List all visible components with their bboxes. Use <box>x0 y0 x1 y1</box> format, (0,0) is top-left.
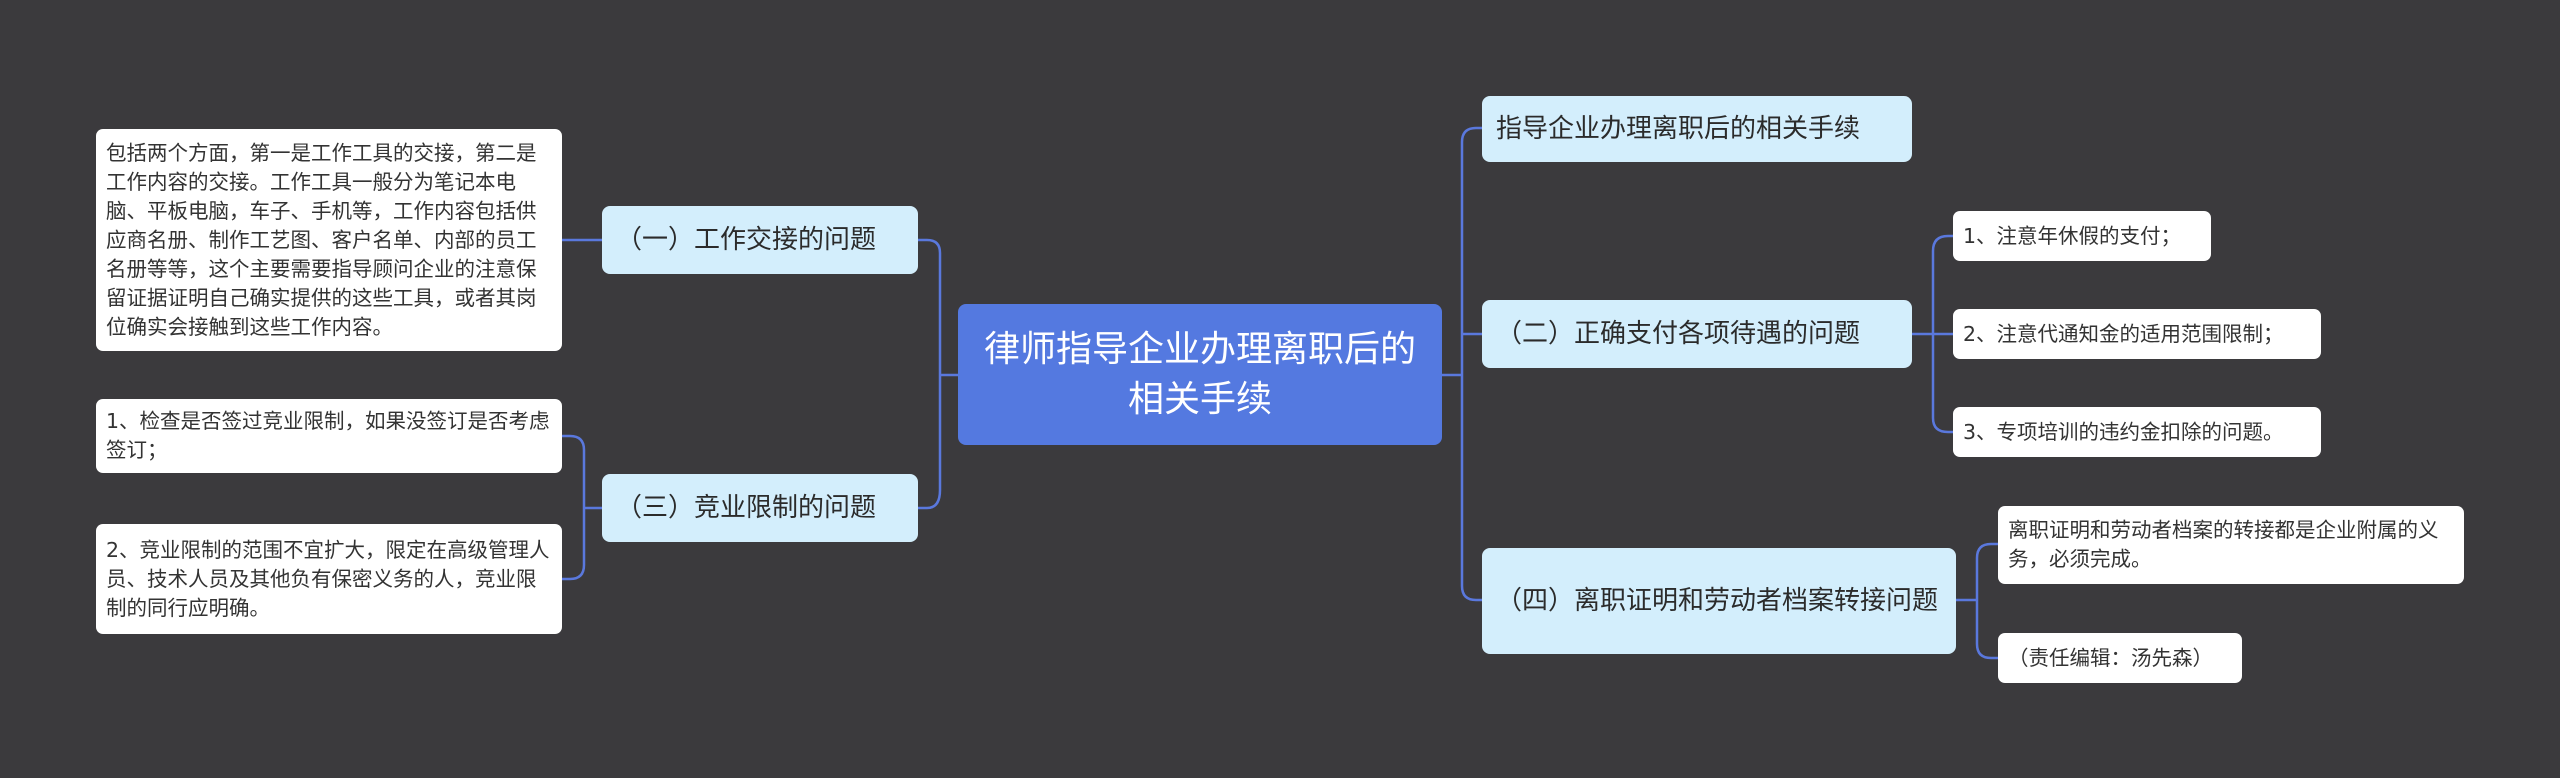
leaf-payment-notice-pay-text: 2、注意代通知金的适用范围限制； <box>1963 321 2284 346</box>
leaf-non-compete-check-text: 1、检查是否签过竞业限制，如果没签订是否考虑签订； <box>106 409 550 462</box>
branch-non-compete[interactable]: （三）竞业限制的问题 <box>602 474 918 542</box>
leaf-certificate-editor[interactable]: （责任编辑：汤先森） <box>1998 633 2242 683</box>
branch-certificate[interactable]: （四）离职证明和劳动者档案转接问题 <box>1482 548 1956 654</box>
leaf-non-compete-scope-text: 2、竞业限制的范围不宜扩大，限定在高级管理人员、技术人员及其他负有保密义务的人，… <box>106 537 550 620</box>
leaf-payment-training-penalty[interactable]: 3、专项培训的违约金扣除的问题。 <box>1953 407 2321 457</box>
branch-payment[interactable]: （二）正确支付各项待遇的问题 <box>1482 300 1912 368</box>
branch-work-handover[interactable]: （一）工作交接的问题 <box>602 206 918 274</box>
leaf-non-compete-check[interactable]: 1、检查是否签过竞业限制，如果没签订是否考虑签订； <box>96 399 562 473</box>
leaf-payment-annual-leave-text: 1、注意年休假的支付； <box>1963 223 2182 248</box>
branch-procedures[interactable]: 指导企业办理离职后的相关手续 <box>1482 96 1912 162</box>
leaf-certificate-transfer-text: 离职证明和劳动者档案的转接都是企业附属的义务，必须完成。 <box>2008 518 2439 571</box>
branch-payment-label: （二）正确支付各项待遇的问题 <box>1496 319 1861 349</box>
root-topic[interactable]: 律师指导企业办理离职后的相关手续 <box>958 304 1442 445</box>
leaf-payment-annual-leave[interactable]: 1、注意年休假的支付； <box>1953 211 2211 261</box>
leaf-payment-training-penalty-text: 3、专项培训的违约金扣除的问题。 <box>1963 419 2284 444</box>
leaf-work-handover-detail-text: 包括两个方面，第一是工作工具的交接，第二是工作内容的交接。工作工具一般分为笔记本… <box>106 140 537 339</box>
branch-work-handover-label: （一）工作交接的问题 <box>616 225 877 255</box>
leaf-certificate-transfer[interactable]: 离职证明和劳动者档案的转接都是企业附属的义务，必须完成。 <box>1998 506 2464 584</box>
leaf-payment-notice-pay[interactable]: 2、注意代通知金的适用范围限制； <box>1953 309 2321 359</box>
branch-non-compete-label: （三）竞业限制的问题 <box>616 493 877 523</box>
branch-certificate-label: （四）离职证明和劳动者档案转接问题 <box>1496 586 1939 616</box>
leaf-certificate-editor-text: （责任编辑：汤先森） <box>2008 645 2213 670</box>
branch-procedures-label: 指导企业办理离职后的相关手续 <box>1496 114 1861 144</box>
root-topic-label: 律师指导企业办理离职后的相关手续 <box>983 328 1416 420</box>
leaf-work-handover-detail[interactable]: 包括两个方面，第一是工作工具的交接，第二是工作内容的交接。工作工具一般分为笔记本… <box>96 129 562 351</box>
leaf-non-compete-scope[interactable]: 2、竞业限制的范围不宜扩大，限定在高级管理人员、技术人员及其他负有保密义务的人，… <box>96 524 562 634</box>
